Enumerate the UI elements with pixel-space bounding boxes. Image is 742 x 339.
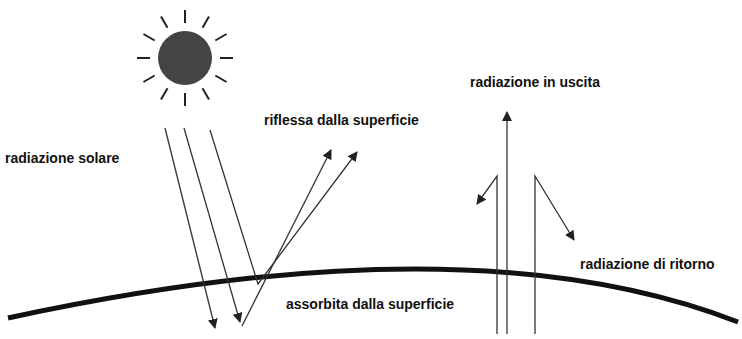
sun-ray (184, 93, 186, 106)
outgoing-ray (506, 112, 507, 334)
earth-surface (8, 269, 738, 322)
radiation-label: assorbita dalla superficie (286, 296, 454, 313)
sun-ray (215, 34, 226, 41)
sun-rays (137, 10, 233, 106)
reflected-ray (210, 130, 357, 284)
return-ray (535, 176, 574, 334)
sun-ray (143, 34, 154, 41)
sun-ray (143, 76, 154, 83)
sun-ray (220, 57, 233, 59)
incoming-ray (165, 128, 215, 328)
sun-ray (203, 16, 210, 27)
outgoing-arrows (477, 112, 574, 334)
return-ray (477, 176, 497, 334)
sun-ray (161, 88, 168, 99)
sun-ray (137, 57, 150, 59)
sun-ray (184, 10, 186, 23)
incoming-ray (184, 128, 240, 322)
radiation-label: riflessa dalla superficie (264, 112, 419, 129)
radiation-label: radiazione in uscita (470, 74, 600, 91)
sun-ray (203, 88, 210, 99)
radiation-label: radiazione solare (5, 150, 119, 167)
sun-disc (158, 31, 212, 85)
radiation-label: radiazione di ritorno (580, 256, 715, 273)
sun-ray (161, 16, 168, 27)
sun-ray (215, 76, 226, 83)
sun (137, 10, 233, 106)
